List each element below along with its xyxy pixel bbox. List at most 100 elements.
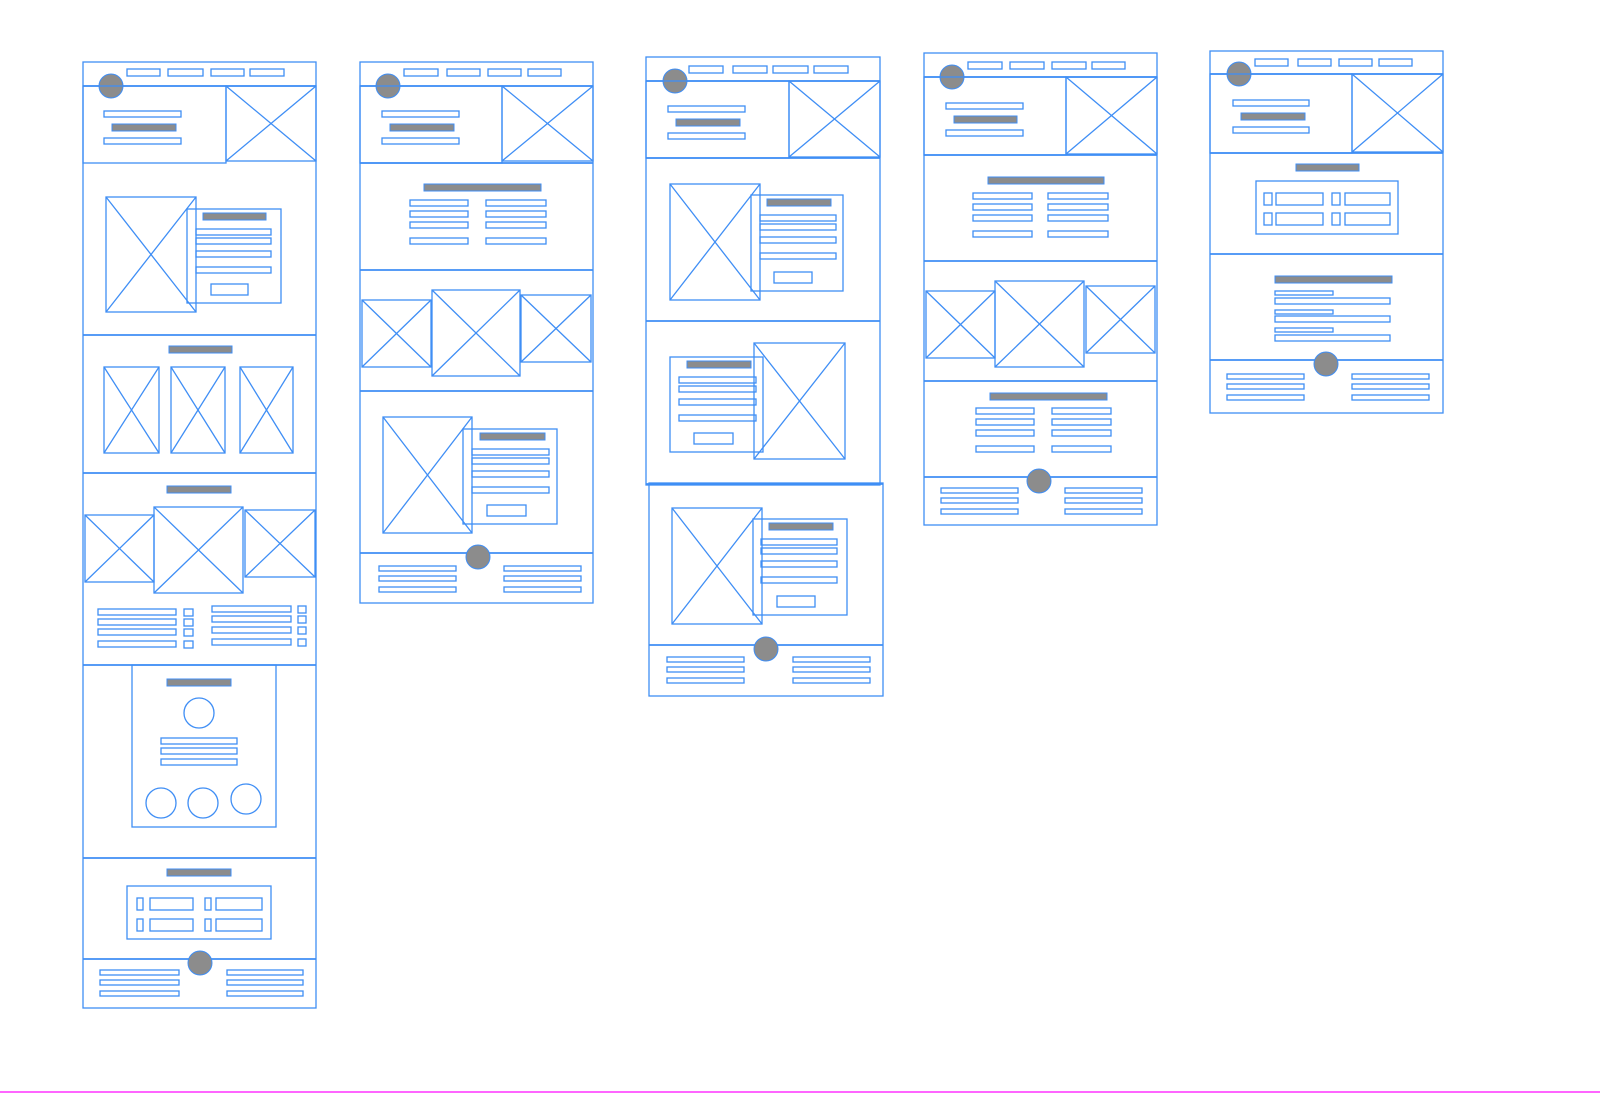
text-line-placeholder — [471, 448, 550, 456]
checkbox-placeholder — [1263, 192, 1273, 206]
text-line-placeholder — [1051, 418, 1112, 426]
checkbox-placeholder — [136, 918, 144, 932]
image-placeholder — [753, 342, 846, 460]
image-placeholder — [1085, 285, 1156, 354]
text-line-placeholder — [471, 486, 550, 494]
nav-link-placeholder — [1009, 61, 1045, 70]
page-frame — [1209, 50, 1444, 414]
wireframe-3 — [645, 56, 884, 697]
text-line-placeholder — [792, 656, 871, 663]
text-line-placeholder — [1274, 297, 1391, 305]
text-line-placeholder — [211, 626, 292, 634]
text-line-placeholder — [503, 575, 582, 582]
image-placeholder-cross-icon — [1065, 76, 1158, 155]
text-line-placeholder — [160, 737, 238, 745]
heading-placeholder — [168, 345, 233, 354]
image-placeholder — [244, 509, 316, 578]
text-line-placeholder — [226, 969, 304, 976]
text-line-placeholder — [378, 565, 457, 572]
text-line-placeholder — [409, 199, 469, 207]
page-frame — [645, 56, 881, 486]
text-line-placeholder — [1274, 290, 1334, 296]
text-line-placeholder — [975, 418, 1035, 426]
nav-link-placeholder — [1051, 61, 1087, 70]
logo-circle-icon — [1313, 351, 1339, 377]
avatar-circle-placeholder — [145, 787, 177, 819]
heading-placeholder — [1240, 112, 1306, 121]
image-placeholder-cross-icon — [753, 342, 846, 460]
text-line-placeholder — [409, 221, 469, 229]
input-placeholder — [215, 897, 263, 911]
text-line-placeholder — [1351, 383, 1430, 390]
list-checkbox-placeholder — [183, 628, 194, 637]
text-line-placeholder — [678, 376, 757, 384]
text-line-placeholder — [1351, 394, 1430, 401]
image-placeholder-cross-icon — [788, 80, 881, 158]
text-line-placeholder — [972, 230, 1033, 238]
nav-link-placeholder — [772, 65, 809, 74]
text-line-placeholder — [678, 385, 757, 393]
heading-placeholder — [686, 360, 752, 369]
text-line-placeholder — [195, 250, 272, 258]
logo-circle-icon — [753, 636, 779, 662]
form-card — [669, 356, 764, 453]
text-line-placeholder — [760, 576, 838, 584]
image-placeholder — [361, 299, 432, 368]
wireframe-2 — [359, 61, 594, 604]
nav-link-placeholder — [527, 68, 562, 77]
text-line-placeholder — [226, 990, 304, 997]
list-checkbox-placeholder — [297, 626, 307, 635]
text-line-placeholder — [160, 758, 238, 766]
text-line-placeholder — [103, 110, 182, 118]
nav-link-placeholder — [126, 68, 161, 77]
nav-link-placeholder — [813, 65, 849, 74]
checkbox-placeholder — [1263, 212, 1273, 226]
avatar-circle-placeholder — [187, 787, 219, 819]
text-line-placeholder — [760, 547, 838, 555]
nav-link-placeholder — [967, 61, 1003, 70]
text-line-placeholder — [972, 203, 1033, 211]
heading-placeholder — [768, 522, 834, 531]
text-line-placeholder — [1047, 230, 1109, 238]
checkbox-placeholder — [1331, 212, 1341, 226]
page-frame-continued — [648, 482, 884, 697]
nav-link-placeholder — [167, 68, 204, 77]
text-line-placeholder — [666, 656, 745, 663]
heading-placeholder — [675, 118, 741, 127]
heading-placeholder — [953, 115, 1018, 124]
text-line-placeholder — [503, 586, 582, 593]
image-placeholder-cross-icon — [239, 366, 294, 454]
nav-link-placeholder — [1378, 58, 1413, 67]
form-card — [462, 428, 558, 525]
form-submit-button-placeholder — [486, 504, 527, 517]
nav-link-placeholder — [732, 65, 768, 74]
text-line-placeholder — [381, 137, 460, 145]
text-line-placeholder — [666, 666, 745, 673]
list-checkbox-placeholder — [183, 618, 194, 627]
image-placeholder-cross-icon — [103, 366, 160, 454]
text-line-placeholder — [1274, 334, 1391, 342]
text-line-placeholder — [1232, 126, 1310, 134]
text-line-placeholder — [97, 640, 177, 648]
image-placeholder — [671, 507, 763, 625]
list-checkbox-placeholder — [297, 605, 307, 614]
image-placeholder-cross-icon — [361, 299, 432, 368]
heading-placeholder — [166, 678, 232, 687]
text-line-placeholder — [940, 508, 1019, 515]
nav-link-placeholder — [1297, 58, 1332, 67]
text-line-placeholder — [378, 586, 457, 593]
text-line-placeholder — [1226, 394, 1305, 401]
text-line-placeholder — [1274, 315, 1391, 323]
heading-placeholder — [111, 123, 177, 132]
text-line-placeholder — [160, 747, 238, 755]
text-line-placeholder — [1051, 429, 1112, 437]
text-line-placeholder — [503, 565, 582, 572]
checkbox-form-box — [1255, 180, 1399, 235]
text-line-placeholder — [975, 407, 1035, 415]
text-line-placeholder — [1226, 383, 1305, 390]
text-line-placeholder — [1064, 487, 1143, 494]
text-line-placeholder — [485, 237, 547, 245]
text-line-placeholder — [1274, 327, 1334, 333]
text-line-placeholder — [667, 105, 746, 113]
text-line-placeholder — [760, 538, 838, 546]
